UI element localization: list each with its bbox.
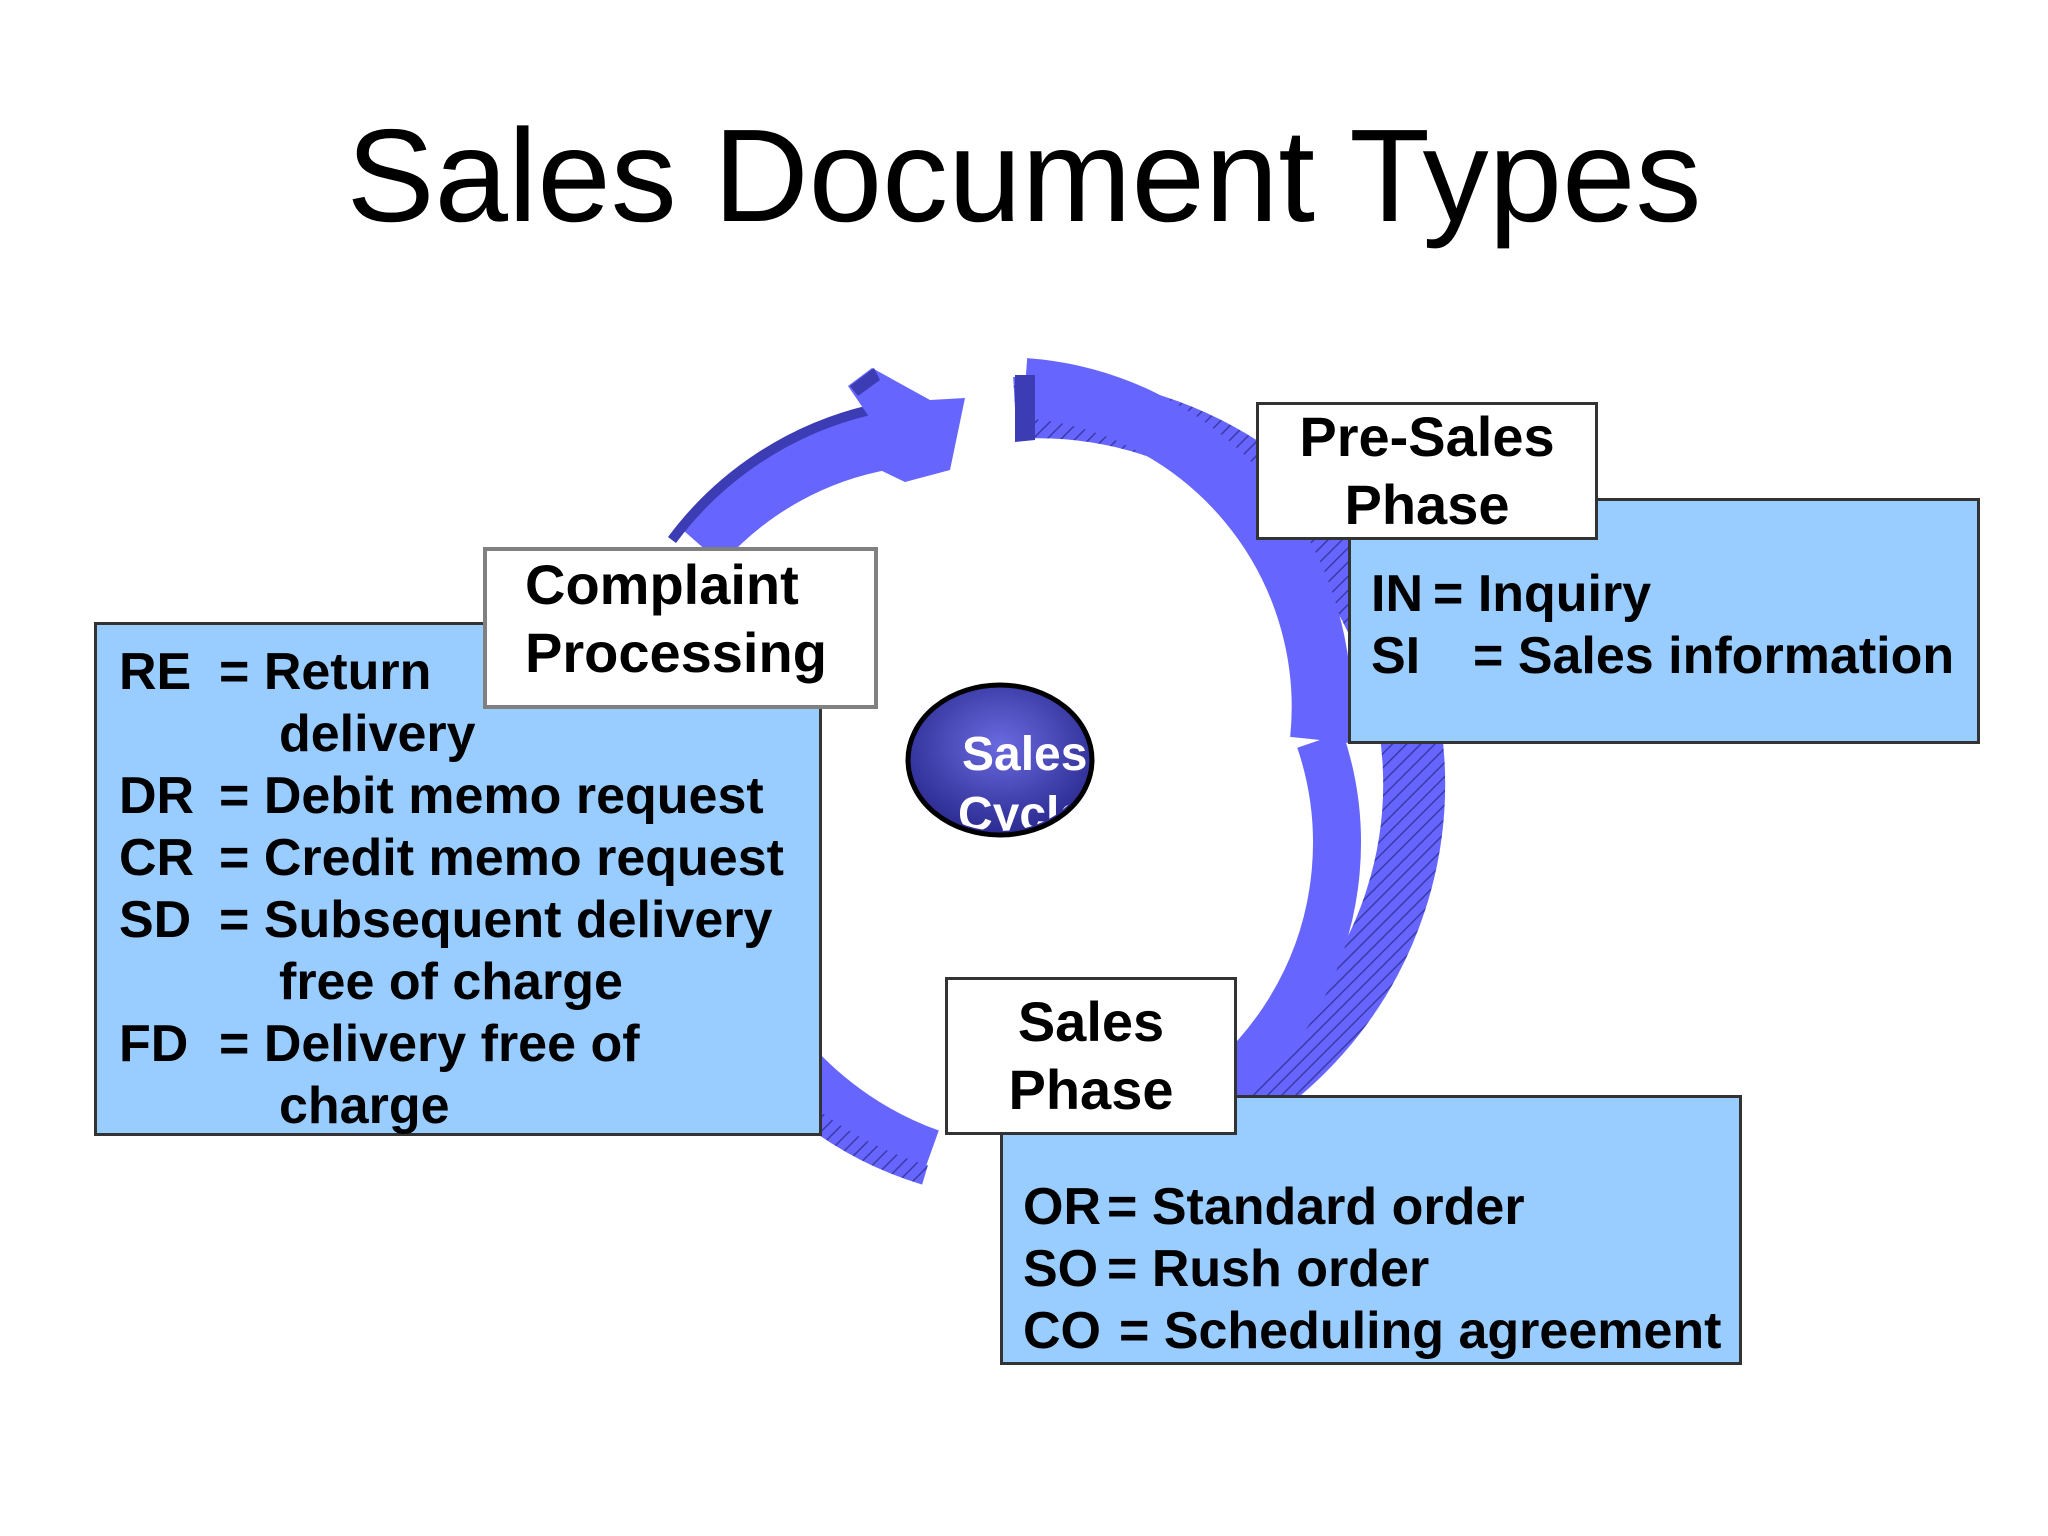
complaint-label-line1: Complaint xyxy=(525,553,799,616)
cycle-arc-left-upper xyxy=(678,411,896,565)
doc-code: IN xyxy=(1371,565,1423,623)
hub-label-line1: Sales xyxy=(962,728,1087,781)
complaint-item-sd-cont: free of charge xyxy=(119,951,819,1013)
complaint-item-re-cont: delivery xyxy=(119,703,819,765)
doc-desc: = Debit memo request xyxy=(219,767,764,825)
doc-code: SI xyxy=(1371,627,1421,685)
sales-label-line1: Sales xyxy=(1017,990,1165,1053)
doc-desc: = Return xyxy=(219,643,432,701)
doc-code: SD xyxy=(119,891,192,949)
doc-desc: = Credit memo request xyxy=(219,829,784,887)
complaint-item-fd: FD = Delivery free of xyxy=(119,1013,819,1075)
presales-item-si: SI = Sales information xyxy=(1371,625,1977,687)
presales-label-line2: Phase xyxy=(1344,473,1510,536)
complaint-item-re: RE = Return xyxy=(119,641,819,703)
sales-label-line2: Phase xyxy=(1008,1058,1174,1121)
complaint-processing-label: Complaint Processing xyxy=(483,547,878,709)
doc-desc-cont: free of charge xyxy=(279,953,623,1011)
sales-cycle-hub xyxy=(905,682,1095,838)
complaint-label-line2: Processing xyxy=(525,621,827,684)
doc-desc-cont: charge xyxy=(279,1077,450,1135)
doc-desc: = Subsequent delivery xyxy=(219,891,773,949)
complaint-item-sd: SD = Subsequent delivery xyxy=(119,889,819,951)
sales-item-so: SO = Rush order xyxy=(1023,1238,1739,1300)
doc-code: FD xyxy=(119,1015,189,1073)
sales-types-box: OR = Standard order SO = Rush order CO =… xyxy=(1000,1095,1742,1365)
page-title: Sales Document Types xyxy=(346,102,1702,249)
presales-item-in: IN = Inquiry xyxy=(1371,563,1977,625)
sales-item-co: CO = Scheduling agreement xyxy=(1023,1300,1739,1362)
doc-desc: = Delivery free of xyxy=(219,1015,640,1073)
doc-desc-cont: delivery xyxy=(279,705,476,763)
sales-phase-label: Sales Phase xyxy=(945,977,1237,1135)
complaint-item-cr: CR = Credit memo request xyxy=(119,827,819,889)
doc-code: CR xyxy=(119,829,195,887)
doc-code: CO xyxy=(1023,1302,1101,1360)
doc-desc: = Rush order xyxy=(1107,1240,1430,1298)
doc-code: SO xyxy=(1023,1240,1099,1298)
doc-code: RE xyxy=(119,643,192,701)
doc-desc: = Sales information xyxy=(1473,627,1955,685)
sales-item-or: OR = Standard order xyxy=(1023,1176,1739,1238)
cycle-arc-right xyxy=(1022,358,1352,744)
doc-code: DR xyxy=(119,767,195,825)
cycle-arc-left-shadow xyxy=(667,405,872,543)
doc-desc: = Standard order xyxy=(1107,1178,1525,1236)
cycle-start-edge xyxy=(1015,375,1035,442)
cycle-arc-bottom-shadow xyxy=(809,1111,928,1185)
cycle-arrow-head-shadow xyxy=(850,368,880,396)
presales-phase-label: Pre-Sales Phase xyxy=(1256,402,1598,540)
doc-desc: = Inquiry xyxy=(1433,565,1652,623)
doc-desc: = Scheduling agreement xyxy=(1119,1302,1722,1360)
complaint-item-dr: DR = Debit memo request xyxy=(119,765,819,827)
doc-code: OR xyxy=(1023,1178,1101,1236)
complaint-item-fd-cont: charge xyxy=(119,1075,819,1137)
presales-label-line1: Pre-Sales xyxy=(1299,405,1555,468)
cycle-arrow-head xyxy=(848,368,965,482)
